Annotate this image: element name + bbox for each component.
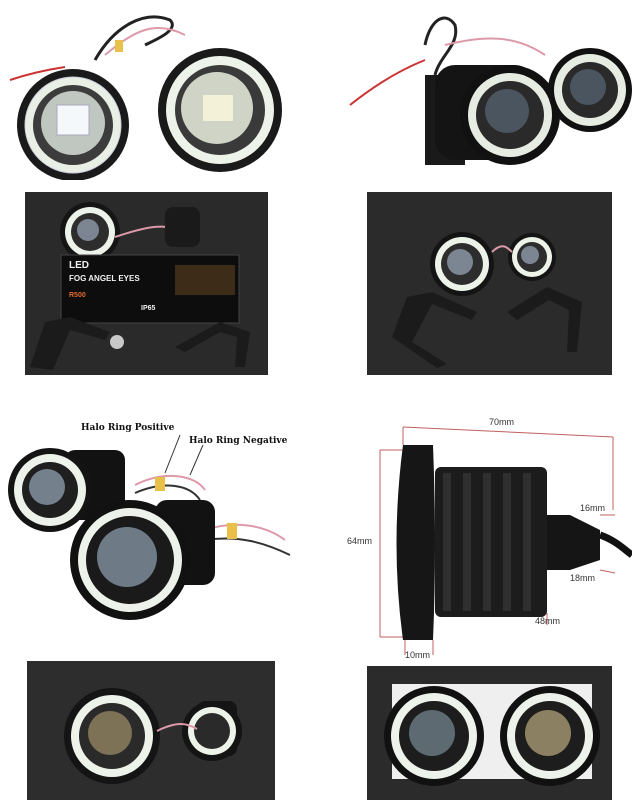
photo-brackets <box>367 192 612 375</box>
dim-cable-a: 16mm <box>580 503 606 513</box>
photo-bottom-right <box>367 666 612 800</box>
dim-length: 70mm <box>489 417 515 427</box>
photo-top-right <box>345 5 632 180</box>
box-badge: IP65 <box>141 305 156 312</box>
photo-dimensions: 70mm 64mm 10mm 48mm 16mm 18mm <box>345 415 632 660</box>
dim-cable-b: 18mm <box>570 573 596 583</box>
halo-positive-label: Halo Ring Positive <box>81 423 175 433</box>
photo-bottom-left <box>27 661 275 800</box>
dim-flange: 10mm <box>405 650 431 660</box>
dim-height: 64mm <box>347 536 373 546</box>
photo-wiring: Halo Ring Positive Halo Ring Negative <box>5 415 300 640</box>
photo-top-left <box>5 5 295 180</box>
photo-packaging: LED FOG ANGEL EYES R500 IP65 <box>25 192 268 375</box>
box-brand: LED <box>69 260 89 271</box>
halo-negative-label: Halo Ring Negative <box>189 436 288 446</box>
box-title: FOG ANGEL EYES <box>69 274 140 283</box>
box-model: R500 <box>69 292 86 299</box>
dim-body: 48mm <box>535 616 561 626</box>
